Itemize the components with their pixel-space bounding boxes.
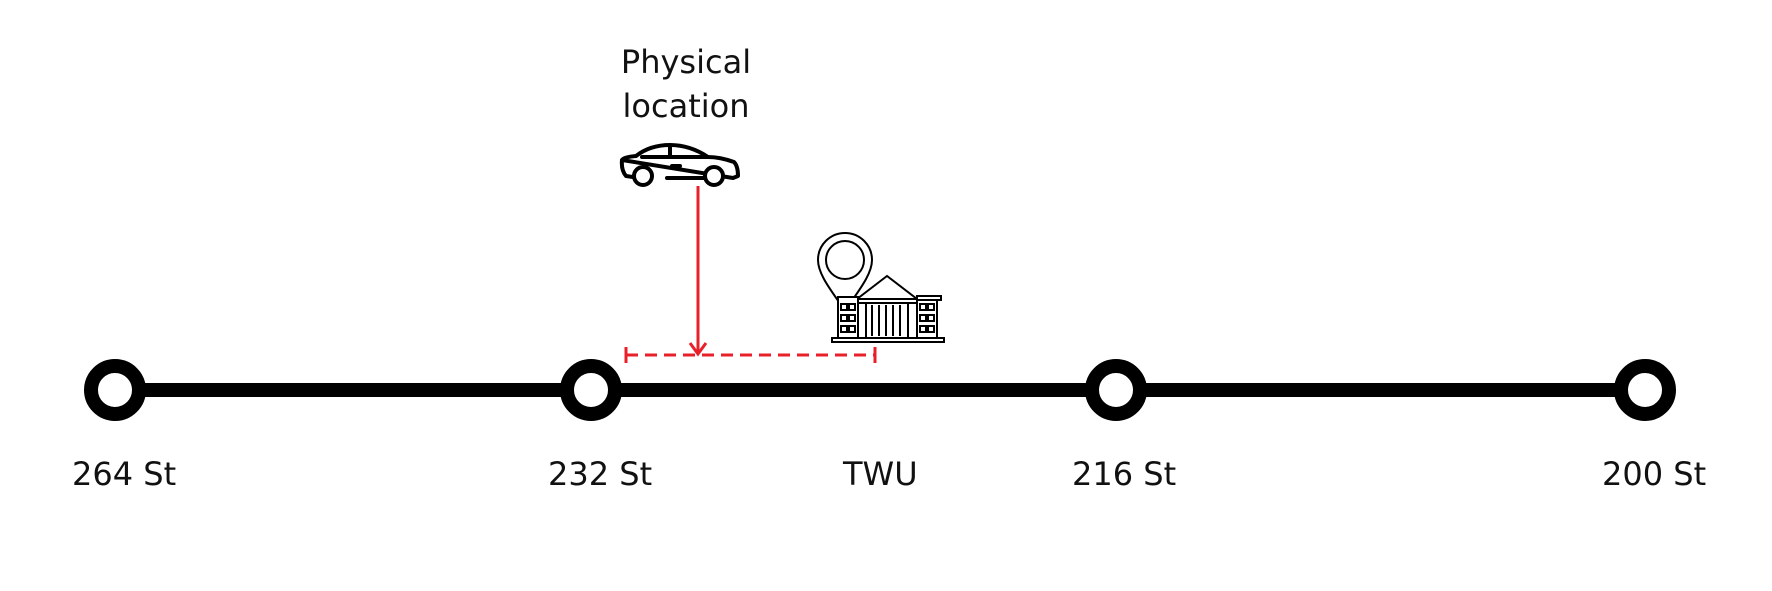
station-label-232-st: 232 St <box>548 455 653 493</box>
station-label-264-st: 264 St <box>72 455 177 493</box>
landmark-label-twu: TWU <box>843 455 918 493</box>
car-icon <box>619 143 740 187</box>
location-pin-icon <box>816 232 874 313</box>
station-marker-216-st <box>1085 359 1147 421</box>
station-label-200-st: 200 St <box>1602 455 1707 493</box>
projection-arrow <box>688 186 708 357</box>
physical-location-label: Physical location <box>576 40 796 128</box>
station-marker-200-st <box>1614 359 1676 421</box>
station-marker-232-st <box>560 359 622 421</box>
physical-location-line-2: location <box>622 87 750 125</box>
physical-location-line-1: Physical <box>620 43 752 81</box>
station-marker-264-st <box>84 359 146 421</box>
building-icon <box>831 274 945 343</box>
station-label-216-st: 216 St <box>1072 455 1177 493</box>
location-range-bar <box>624 347 877 363</box>
